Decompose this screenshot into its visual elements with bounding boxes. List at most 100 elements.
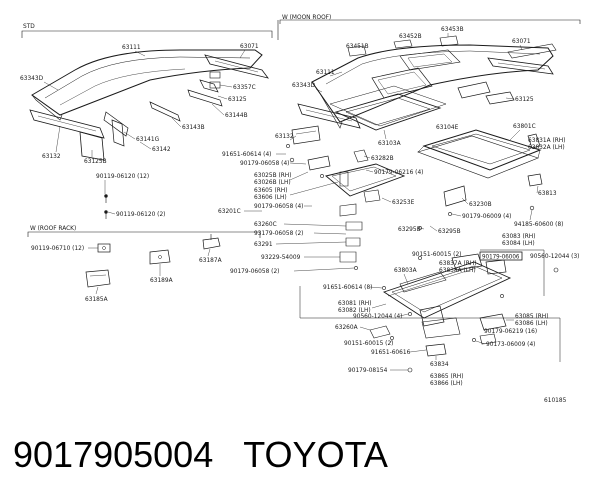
part-label: 63606 (LH) xyxy=(254,193,287,201)
part-label: 90179-06219 (16) xyxy=(484,327,537,335)
moonroof-roof-panel xyxy=(311,44,554,129)
caption-part-number: 9017905004 xyxy=(13,434,214,475)
part-label: 94185-60600 (8) xyxy=(514,220,563,228)
part-label: 63343D xyxy=(20,74,44,82)
section-roof-rack-label: W (ROOF RACK) xyxy=(30,224,76,232)
part-label: 63451B xyxy=(346,42,369,50)
moonroof-mechanism-left xyxy=(286,144,381,270)
section-moon-roof-label: W (MOON ROOF) xyxy=(282,13,331,21)
part-label: 90179-06009 (4) xyxy=(462,212,511,220)
roof-rack-parts xyxy=(85,234,221,288)
part-label: 63201C xyxy=(218,207,241,215)
moonroof-inner-frame xyxy=(329,85,447,131)
part-label: 93229-54009 xyxy=(261,253,301,261)
moonroof-side-rail xyxy=(291,103,361,145)
part-label: 63084 (LH) xyxy=(502,239,535,247)
part-label: 63083 (RH) xyxy=(502,232,535,240)
part-label: 63071 xyxy=(512,37,531,45)
part-label: 63295B xyxy=(438,227,461,235)
moonroof-rear-small-parts xyxy=(418,133,543,230)
part-label: 63081 (RH) xyxy=(338,299,371,307)
std-rear-header xyxy=(204,54,269,79)
part-label: 63343D xyxy=(292,81,316,89)
part-label: 91651-60614 (8) xyxy=(323,283,372,291)
part-label: 63111 xyxy=(316,68,335,76)
part-label: 63025B (RH) xyxy=(254,171,292,179)
part-label: 63132 xyxy=(275,132,294,140)
part-label: 90151-60015 (2) xyxy=(412,250,461,258)
part-label: 63866 (LH) xyxy=(430,379,463,387)
std-side-rails xyxy=(29,71,221,161)
part-label: 63104E xyxy=(436,123,459,131)
part-label: 90560-12044 (3) xyxy=(530,252,579,260)
part-label: 63295B xyxy=(398,225,421,233)
part-label: 91651-60616 xyxy=(371,348,411,356)
part-label: 63026B (LH) xyxy=(254,178,291,186)
section-frames xyxy=(21,19,581,238)
part-label: 90173-06009 (4) xyxy=(486,340,535,348)
part-label: 63838A (LH) xyxy=(439,266,476,274)
part-label: 63291 xyxy=(254,240,273,248)
part-label: 90179-08154 xyxy=(348,366,388,374)
part-label: 63837A (RH) xyxy=(439,259,476,267)
std-roof-bows xyxy=(103,79,223,137)
part-label: 63185A xyxy=(85,295,108,303)
part-label: 63132 xyxy=(42,152,61,160)
part-label: 90179-06216 (4) xyxy=(374,168,423,176)
moonroof-brackets xyxy=(347,35,515,105)
part-label: 63282B xyxy=(371,154,394,162)
part-label: 63453B xyxy=(441,25,464,33)
part-label: 63125 xyxy=(228,95,247,103)
part-label: 63141G xyxy=(136,135,160,143)
part-label: 90119-06120 (2) xyxy=(116,210,165,218)
part-label: 63111 xyxy=(122,43,141,51)
caption-brand: TOYOTA xyxy=(243,434,388,475)
part-label: 63230B xyxy=(469,200,492,208)
caption: 9017905004 TOYOTA xyxy=(13,434,388,476)
part-label: 63834 xyxy=(430,360,449,368)
part-label: 63801C xyxy=(513,122,536,130)
std-roof-panel xyxy=(31,49,263,121)
figure-id: 610185 xyxy=(544,396,567,404)
part-label: 63357C xyxy=(233,83,256,91)
part-label: 63189A xyxy=(150,276,173,284)
part-label: 63082 (LH) xyxy=(338,306,371,314)
part-label: 63125B xyxy=(84,157,107,165)
part-label: 93179-06058 (2) xyxy=(254,229,303,237)
std-screws xyxy=(104,194,108,219)
part-label: 63831A (RH) xyxy=(528,136,565,144)
section-std-label: STD xyxy=(23,22,35,30)
parts-diagram: STD W (MOON ROOF) W (ROOF RACK) 63111 63… xyxy=(20,13,581,404)
part-label: 90119-06710 (12) xyxy=(31,244,84,252)
part-label: 63452B xyxy=(399,32,422,40)
part-label: 63253E xyxy=(392,198,415,206)
part-label: 63071 xyxy=(240,42,259,50)
part-label: 63813 xyxy=(538,189,557,197)
part-label: 63143B xyxy=(182,123,205,131)
part-label: 63260C xyxy=(254,220,277,228)
part-label: 90179-06058 (4) xyxy=(240,159,289,167)
part-label: 63187A xyxy=(199,256,222,264)
part-label: 63086 (LH) xyxy=(515,319,548,327)
part-label: 91651-60614 (4) xyxy=(222,150,271,158)
part-label: 63144B xyxy=(225,111,248,119)
moonroof-rear-header xyxy=(487,43,557,75)
part-label: 63125 xyxy=(515,95,534,103)
part-label: 63085 (RH) xyxy=(515,312,548,320)
part-label: 63142 xyxy=(152,145,171,153)
part-label: 63260A xyxy=(335,323,358,331)
part-label: 63865 (RH) xyxy=(430,372,463,380)
highlighted-part-label: 90179-06006 xyxy=(482,254,520,261)
part-label: 90119-06120 (12) xyxy=(96,172,149,180)
moonroof-track-assembly xyxy=(369,253,559,373)
part-label: 63103A xyxy=(378,139,401,147)
part-label: 63605 (RH) xyxy=(254,186,287,194)
part-label: 90560-12044 (4) xyxy=(353,312,402,320)
part-label: 63803A xyxy=(394,266,417,274)
highlight-box xyxy=(479,251,523,261)
part-label: 63832A (LH) xyxy=(528,143,565,151)
part-label: 90179-06058 (2) xyxy=(230,267,279,275)
moonroof-glass-panel xyxy=(417,129,542,179)
part-label: 90151-60015 (2) xyxy=(344,339,393,347)
